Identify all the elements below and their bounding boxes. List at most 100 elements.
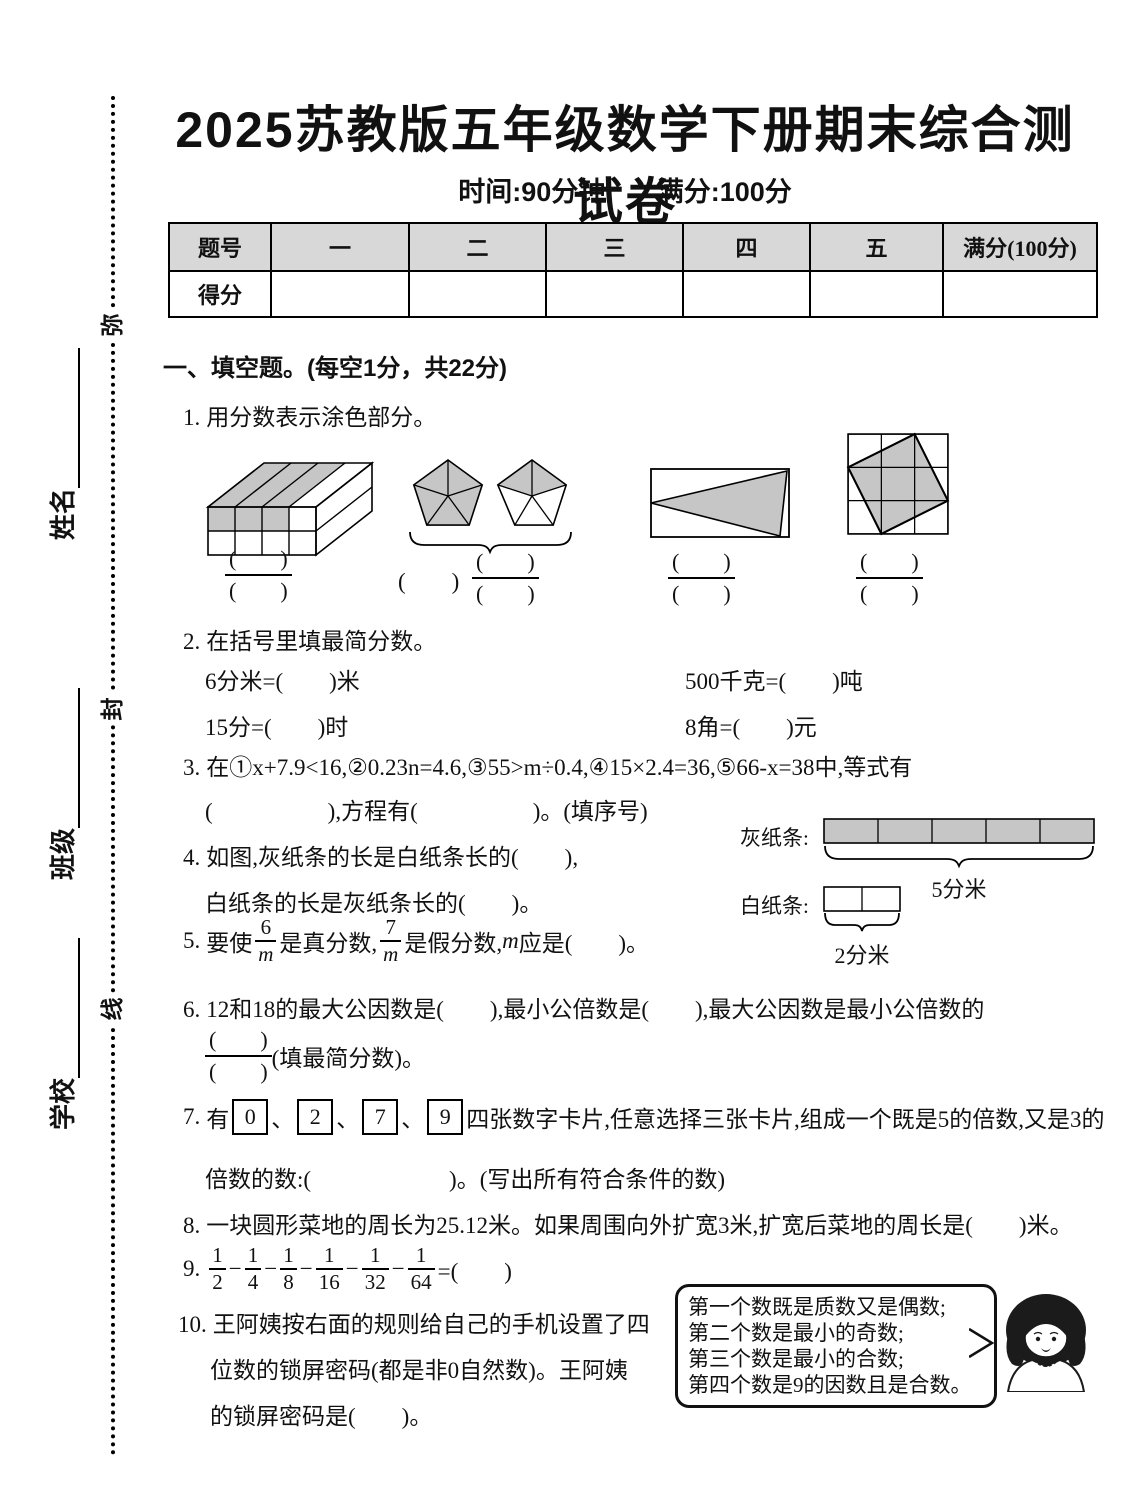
q2-item-3: 15分=( )时 — [205, 715, 349, 740]
question-10-text: 王阿姨按右面的规则给自己的手机设置了四 — [212, 1312, 650, 1337]
minus-sign: − — [299, 1256, 313, 1281]
q6-answer-blank-fraction[interactable]: ( ) ( ) — [205, 1026, 272, 1085]
section-1-heading: 一、填空题。(每空1分，共22分) — [163, 355, 508, 382]
fraction-numerator: 1 — [369, 1242, 381, 1267]
student-class-field[interactable]: 班级 — [48, 674, 80, 894]
student-name-field[interactable]: 姓名 — [48, 334, 80, 554]
fraction-denominator: 64 — [407, 1268, 435, 1294]
q2-item-1: 6分米=( )米 — [205, 669, 360, 694]
digit-card-9: 9 — [427, 1099, 464, 1135]
question-4-line-1: 4.如图,灰纸条的长是白纸条长的( ), — [183, 838, 578, 872]
fraction-denominator: m — [255, 940, 277, 966]
q1-answer-blank-3[interactable]: ( ) ( ) — [668, 548, 735, 607]
question-6-number: 6. — [183, 997, 201, 1022]
q1-answer-blank-2-fraction[interactable]: ( ) ( ) — [472, 548, 539, 607]
question-2-number: 2. — [183, 629, 201, 654]
equals-blank: =( ) — [437, 1259, 512, 1284]
class-blank-line[interactable] — [72, 688, 80, 828]
question-1-text: 用分数表示涂色部分。 — [206, 405, 437, 430]
score-table-header: 四 — [682, 222, 811, 272]
question-2: 2.在括号里填最简分数。 — [183, 622, 436, 656]
score-cell[interactable] — [809, 270, 944, 318]
score-cell[interactable] — [545, 270, 684, 318]
fraction-numerator: 1 — [212, 1242, 223, 1267]
fraction-numerator: 1 — [415, 1242, 427, 1267]
question-4-line-2: 白纸条的长是灰纸条长的( )。 — [205, 891, 543, 916]
gray-strip-figure — [823, 818, 1095, 844]
exam-meta: 时间:90分钟 满分:100分 — [160, 170, 1090, 209]
blank-denominator[interactable]: ( ) — [856, 576, 923, 608]
score-table-header-row: 题号 一 二 三 四 五 满分(100分) — [168, 222, 1098, 272]
underbrace-icon — [409, 532, 572, 555]
card-separator: 、 — [336, 1107, 360, 1132]
question-10-line-1: 10.王阿姨按右面的规则给自己的手机设置了四 — [178, 1305, 650, 1339]
pentagons-figure — [412, 459, 568, 526]
blank-numerator[interactable]: ( ) — [229, 546, 288, 571]
score-table-header: 三 — [545, 222, 684, 272]
q2-item-4: 8角=( )元 — [685, 715, 817, 740]
question-10-number: 10. — [178, 1312, 207, 1337]
seal-char-top: 弥 — [98, 309, 128, 341]
white-strip-figure — [823, 886, 901, 912]
name-blank-line[interactable] — [72, 348, 80, 488]
white-strip-length: 2分米 — [834, 943, 890, 968]
score-table-header: 满分(100分) — [942, 222, 1098, 272]
fraction-6-over-m: 6 m — [255, 915, 277, 966]
score-table-header: 五 — [809, 222, 944, 272]
question-3-number: 3. — [183, 755, 201, 780]
score-row-label: 得分 — [168, 270, 272, 318]
digit-card-7: 7 — [362, 1099, 399, 1135]
digit-card-2: 2 — [297, 1099, 334, 1135]
page-title: 2025苏教版五年级数学下册期末综合测试卷 — [175, 102, 1075, 230]
q1-answer-blank-1[interactable]: ( ) ( ) — [225, 545, 292, 604]
blank-numerator[interactable]: ( ) — [209, 1027, 268, 1052]
fraction-numerator: 1 — [283, 1242, 294, 1267]
fraction-numerator: 1 — [247, 1242, 259, 1267]
question-5: 5. 要使 6 m 是真分数, 7 m 是假分数, m 应是( )。 — [183, 912, 649, 970]
score-cell[interactable] — [270, 270, 410, 318]
fraction-numerator: 7 — [385, 914, 397, 939]
score-table-header: 一 — [270, 222, 410, 272]
blank-denominator[interactable]: ( ) — [668, 576, 735, 608]
blank-denominator[interactable]: ( ) — [225, 573, 292, 605]
fraction-denominator: 16 — [315, 1268, 343, 1294]
blank-numerator[interactable]: ( ) — [672, 549, 731, 574]
minus-sign: − — [345, 1256, 359, 1281]
rule-4: 第四个数是9的因数且是合数。 — [688, 1373, 972, 1397]
score-cell[interactable] — [682, 270, 811, 318]
fraction-denominator: m — [380, 940, 402, 966]
question-5-text: 是假分数, — [404, 931, 503, 956]
question-3-text: 在①x+7.9<16,②0.23n=4.6,③55>m÷0.4,④15×2.4=… — [206, 755, 913, 780]
blank-numerator[interactable]: ( ) — [476, 549, 535, 574]
score-cell[interactable] — [942, 270, 1098, 318]
question-8-number: 8. — [183, 1213, 201, 1238]
gray-strip-label: 灰纸条: — [740, 826, 809, 850]
fraction-denominator: 4 — [244, 1268, 262, 1294]
question-7-text: 有 — [206, 1107, 230, 1132]
full-score: 满分:100分 — [656, 177, 792, 207]
score-cell[interactable] — [408, 270, 547, 318]
name-label: 姓名 — [48, 488, 78, 541]
student-school-field[interactable]: 学校 — [48, 924, 80, 1144]
blank-denominator[interactable]: ( ) — [205, 1054, 272, 1086]
variable-m: m — [502, 928, 519, 953]
score-table-header: 题号 — [168, 222, 272, 272]
password-rules-bubble: 第一个数既是质数又是偶数; 第二个数是最小的奇数; 第三个数是最小的合数; 第四… — [675, 1284, 997, 1408]
question-4-text: 如图,灰纸条的长是白纸条长的( ), — [206, 845, 579, 870]
time-limit: 时间:90分钟 — [458, 177, 606, 207]
question-6-line-1: 6.12和18的最大公因数是( ),最小公倍数是( ),最大公因数是最小公倍数的 — [183, 990, 984, 1024]
question-5-text: 是真分数, — [279, 931, 378, 956]
q1-answer-blank-2-whole[interactable]: ( ) — [398, 569, 460, 594]
fraction-numerator: 1 — [323, 1242, 335, 1267]
question-3-line-2: ( ),方程有( )。(填序号) — [205, 799, 648, 824]
blank-numerator[interactable]: ( ) — [860, 549, 919, 574]
blank-denominator[interactable]: ( ) — [472, 576, 539, 608]
score-table-score-row: 得分 — [168, 270, 1098, 318]
school-blank-line[interactable] — [72, 938, 80, 1078]
question-7-number: 7. — [183, 1104, 201, 1129]
q1-answer-blank-4[interactable]: ( ) ( ) — [856, 548, 923, 607]
